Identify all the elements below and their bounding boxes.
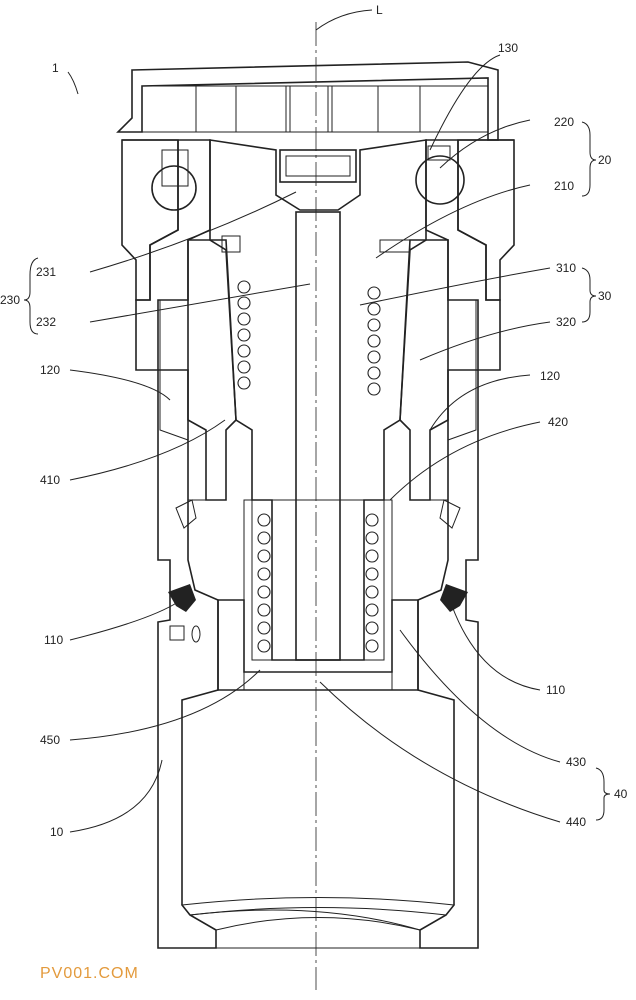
- pocket-right: [379, 239, 411, 253]
- label-420: 420: [548, 415, 568, 429]
- label-axis-l: L: [376, 3, 383, 17]
- left-spring: [237, 280, 271, 653]
- steel-balls-220: [151, 145, 465, 211]
- label-40: 40: [614, 787, 628, 801]
- seals-110: [168, 499, 468, 643]
- label-230: 230: [0, 293, 20, 307]
- label-20: 20: [598, 153, 612, 167]
- label-130: 130: [498, 41, 518, 55]
- label-310: 310: [556, 261, 576, 275]
- label-320: 320: [556, 315, 576, 329]
- pocket-231: [221, 235, 241, 253]
- label-231: 231: [36, 265, 56, 279]
- right-spring: [365, 286, 381, 653]
- sleeve-310-320: [159, 239, 477, 501]
- label-210: 210: [554, 179, 574, 193]
- label-110-left: 110: [44, 633, 63, 647]
- leader-lines: [67, 9, 561, 833]
- label-30: 30: [598, 289, 612, 303]
- watermark: PV001.COM: [40, 965, 139, 982]
- piston-40: [217, 599, 419, 691]
- label-220: 220: [554, 115, 574, 129]
- brace-marks: [23, 121, 611, 821]
- central-bore: [243, 211, 393, 673]
- label-410: 410: [40, 473, 60, 487]
- label-10: 10: [50, 825, 64, 839]
- label-232: 232: [36, 315, 56, 329]
- top-cap-130: [116, 61, 499, 141]
- inner-core-210: [209, 139, 427, 661]
- label-120-right: 120: [540, 369, 560, 383]
- label-1: 1: [52, 61, 59, 75]
- label-120-left: 120: [40, 363, 60, 377]
- labels: L 1 130 220 20 210 231 230 232 310 30 32…: [0, 3, 628, 839]
- upper-housing: [121, 139, 515, 371]
- label-440: 440: [566, 815, 586, 829]
- outer-body-10: [157, 369, 479, 949]
- label-110-right: 110: [546, 683, 565, 697]
- label-450: 450: [40, 733, 60, 747]
- label-430: 430: [566, 755, 586, 769]
- spring-coils: [237, 280, 381, 653]
